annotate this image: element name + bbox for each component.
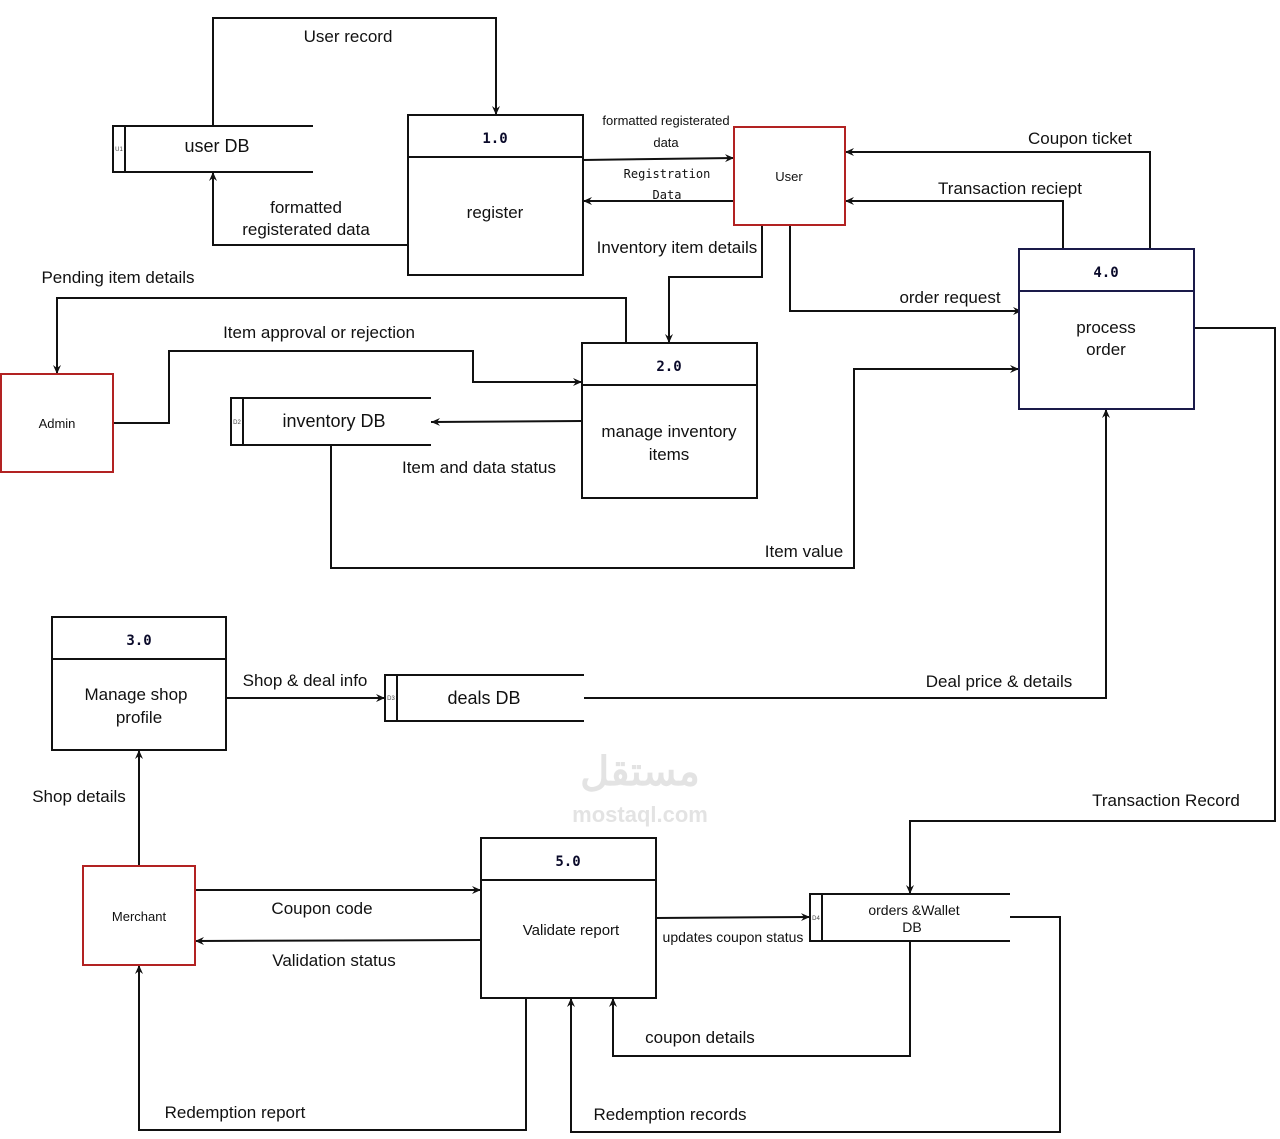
- label-registration: Registration: [624, 167, 711, 181]
- label-item-data-status: Item and data status: [402, 458, 556, 477]
- label-formatted: formatted: [270, 198, 342, 217]
- store-orders-wallet-db[interactable]: D4 orders &Wallet DB: [809, 893, 1010, 942]
- flow-formatted-registerated-data: [209, 172, 408, 246]
- label-item-approval: Item approval or rejection: [223, 323, 415, 342]
- process-name: manage inventory: [601, 422, 737, 441]
- label-item-value: Item value: [765, 542, 843, 561]
- process-4-process-order[interactable]: 4.0 process order: [1018, 248, 1195, 410]
- label-coupon-ticket: Coupon ticket: [1028, 129, 1132, 148]
- process-1-register[interactable]: 1.0 register: [407, 114, 584, 276]
- watermark: مستقل mostaql.com: [572, 750, 708, 827]
- flow-transaction-receipt: [845, 197, 1064, 249]
- flow-transaction-record: [906, 327, 1276, 894]
- process-name-line2: items: [649, 445, 690, 464]
- entity-label: Admin: [39, 416, 76, 431]
- process-name: register: [467, 203, 524, 222]
- process-number: 1.0: [482, 131, 507, 147]
- store-code: D4: [812, 916, 820, 922]
- process-number: 5.0: [555, 854, 580, 870]
- label-coupon-details: coupon details: [645, 1028, 755, 1047]
- store-name: inventory DB: [282, 411, 385, 431]
- flow-item-value: [330, 365, 1019, 569]
- store-name-line2: DB: [902, 919, 921, 935]
- process-name: process: [1076, 318, 1136, 337]
- label-pending-item-details: Pending item details: [41, 268, 194, 287]
- label-deal-price: Deal price & details: [926, 672, 1072, 691]
- process-2-manage-inventory[interactable]: 2.0 manage inventory items: [581, 342, 758, 499]
- label-transaction-receipt: Transaction reciept: [938, 179, 1082, 198]
- store-code: D3: [387, 696, 395, 702]
- label-updates-coupon-status: updates coupon status: [663, 929, 804, 945]
- flow-validation-status: [194, 936, 482, 945]
- label-coupon-code: Coupon code: [271, 899, 372, 918]
- label-order-request: order request: [899, 288, 1000, 307]
- process-3-manage-shop-profile[interactable]: 3.0 Manage shop profile: [51, 616, 227, 751]
- label-inventory-item-details: Inventory item details: [597, 238, 758, 257]
- label-transaction-record: Transaction Record: [1092, 791, 1240, 810]
- store-name: user DB: [184, 136, 249, 156]
- label-user-record: User record: [304, 27, 393, 46]
- watermark-arabic: مستقل: [580, 750, 700, 794]
- label-fmt-reg-2: data: [653, 135, 679, 150]
- entity-label: User: [775, 169, 803, 184]
- label-fmt-reg-1: formatted registerated: [602, 113, 729, 128]
- flow-redemption-records: [567, 916, 1061, 1133]
- entity-label: Merchant: [112, 909, 167, 924]
- store-name: orders &Wallet: [868, 902, 959, 918]
- store-inventory-db[interactable]: D2 inventory DB: [230, 397, 431, 446]
- process-name-line2: profile: [116, 708, 162, 727]
- label-validation-status: Validation status: [272, 951, 395, 970]
- flow-item-data-status: [430, 417, 583, 426]
- flow-item-approval: [113, 350, 582, 424]
- process-number: 4.0: [1093, 265, 1118, 281]
- label-registerated-data: registerated data: [242, 220, 370, 239]
- flow-redemption-report: [135, 965, 527, 1131]
- label-shop-deal-info: Shop & deal info: [243, 671, 368, 690]
- entity-merchant[interactable]: Merchant: [82, 865, 196, 966]
- process-number: 2.0: [656, 359, 681, 375]
- flow-pending-item-details: [53, 297, 627, 374]
- store-deals-db[interactable]: D3 deals DB: [384, 674, 584, 722]
- entity-admin[interactable]: Admin: [0, 373, 114, 473]
- label-shop-details: Shop details: [32, 787, 126, 806]
- entity-user[interactable]: User: [733, 126, 846, 226]
- flow-fmt-reg-to-user: [582, 154, 735, 163]
- process-name-line2: order: [1086, 340, 1126, 359]
- store-code: D2: [233, 420, 241, 426]
- flows: [53, 17, 1276, 1133]
- flow-coupon-ticket: [845, 148, 1151, 249]
- process-name: Validate report: [523, 922, 620, 939]
- store-code: U1: [115, 147, 123, 153]
- store-user-db[interactable]: U1 user DB: [112, 125, 313, 173]
- flow-coupon-details: [609, 941, 911, 1057]
- flow-labels: User record formatted registerated data …: [32, 27, 1240, 1124]
- store-name: deals DB: [447, 688, 520, 708]
- process-name: Manage shop: [84, 685, 187, 704]
- flow-deal-price: [584, 409, 1110, 699]
- label-redemption-report: Redemption report: [165, 1103, 306, 1122]
- label-registration-data: Data: [653, 188, 682, 202]
- flow-inventory-item-details: [665, 225, 763, 343]
- process-5-validate-report[interactable]: 5.0 Validate report: [480, 837, 657, 999]
- watermark-latin: mostaql.com: [572, 802, 708, 827]
- flow-user-record: [212, 17, 500, 126]
- flow-updates-coupon-status: [655, 913, 811, 922]
- flow-order-request: [789, 225, 1022, 315]
- label-redemption-records: Redemption records: [593, 1105, 746, 1124]
- process-number: 3.0: [126, 633, 151, 649]
